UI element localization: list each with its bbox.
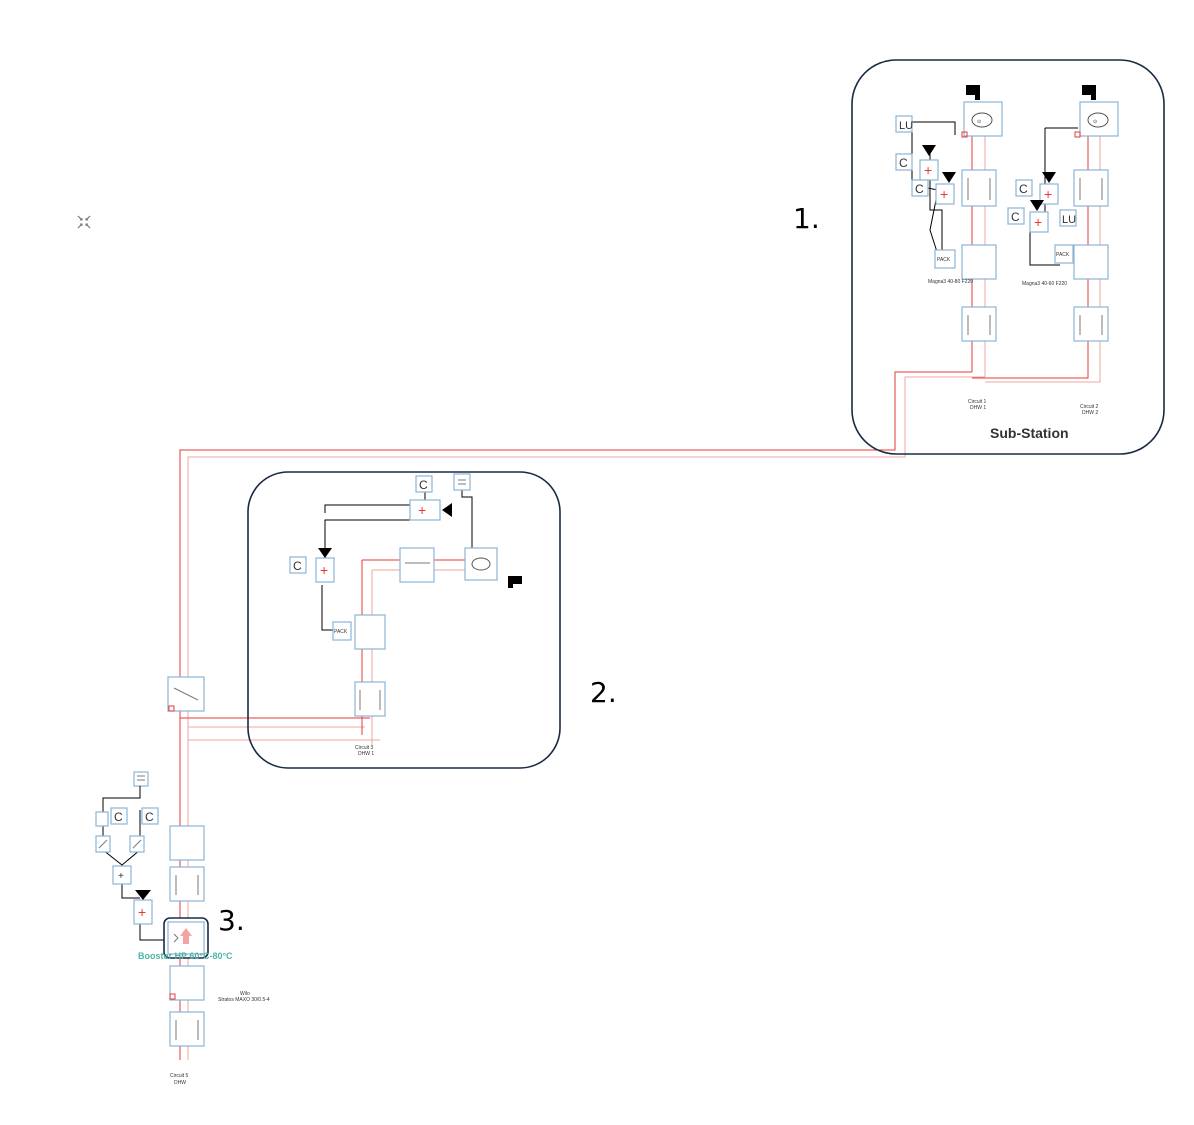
- svg-text:+: +: [1034, 214, 1042, 230]
- svg-text:LU: LU: [899, 120, 913, 132]
- booster-components[interactable]: C C + +: [95, 676, 209, 1047]
- svg-text:C: C: [145, 810, 154, 824]
- annotation-3: 3.: [218, 904, 245, 937]
- dhw-2-label: DHW 2: [1082, 410, 1098, 416]
- main-distribution-pipes: [179, 371, 1101, 1060]
- svg-text:+: +: [940, 186, 948, 202]
- svg-text:PACK: PACK: [1056, 252, 1070, 258]
- booster-pump-model: Stratos MAXO 30/0.5-4: [218, 997, 270, 1003]
- booster-hp-label: Booster HP 60°C-80°C: [138, 951, 233, 961]
- circuit-group-2-components[interactable]: C + C + PACK: [289, 473, 522, 745]
- svg-text:PACK: PACK: [334, 629, 348, 635]
- svg-text:+: +: [924, 162, 932, 178]
- dhw-group-2-label: DHW 1: [358, 751, 374, 757]
- pump-label-1: Magna3 40-80 F220: [928, 279, 973, 285]
- svg-text:C: C: [1011, 210, 1020, 224]
- svg-text:PACK: PACK: [937, 257, 951, 263]
- dhw-booster-label: DHW: [174, 1080, 186, 1086]
- svg-text:C: C: [915, 182, 924, 196]
- tap-icon: [1082, 85, 1096, 100]
- svg-text:+: +: [1044, 186, 1052, 202]
- circuit-1-label: Circuit 1: [968, 399, 987, 405]
- svg-text:C: C: [293, 559, 302, 573]
- circuit-group-2-frame: [247, 471, 561, 769]
- pump-label-2: Magna3 40-60 F220: [1022, 281, 1067, 287]
- substation-components[interactable]: ⊙ LU C + C + PACK ⊙ C: [895, 85, 1119, 377]
- svg-text:C: C: [899, 156, 908, 170]
- svg-text:C: C: [419, 478, 428, 492]
- tap-icon: [966, 85, 980, 100]
- svg-text:+: +: [138, 904, 146, 920]
- svg-text:LU: LU: [1062, 214, 1076, 226]
- circuit-5-label: Circuit 5: [170, 1073, 189, 1079]
- svg-text:+: +: [418, 502, 426, 518]
- circuit-3-label: Circuit 3: [355, 745, 374, 751]
- svg-text:⊙: ⊙: [977, 119, 981, 125]
- collapse-arrows-icon[interactable]: [77, 215, 91, 229]
- substation-title: Sub-Station: [990, 425, 1069, 441]
- circuit-2-label: Circuit 2: [1080, 404, 1099, 410]
- svg-text:+: +: [118, 871, 124, 882]
- substation-frame: [851, 59, 1165, 455]
- svg-text:C: C: [114, 810, 123, 824]
- dhw-1-label: DHW 1: [970, 405, 986, 411]
- svg-text:⊙: ⊙: [1093, 119, 1097, 125]
- tap-icon: [508, 576, 522, 588]
- annotation-2: 2.: [590, 676, 617, 709]
- annotation-1: 1.: [793, 202, 820, 235]
- svg-text:+: +: [320, 562, 328, 578]
- booster-pump-brand: Wilo: [240, 991, 250, 997]
- svg-text:C: C: [1019, 182, 1028, 196]
